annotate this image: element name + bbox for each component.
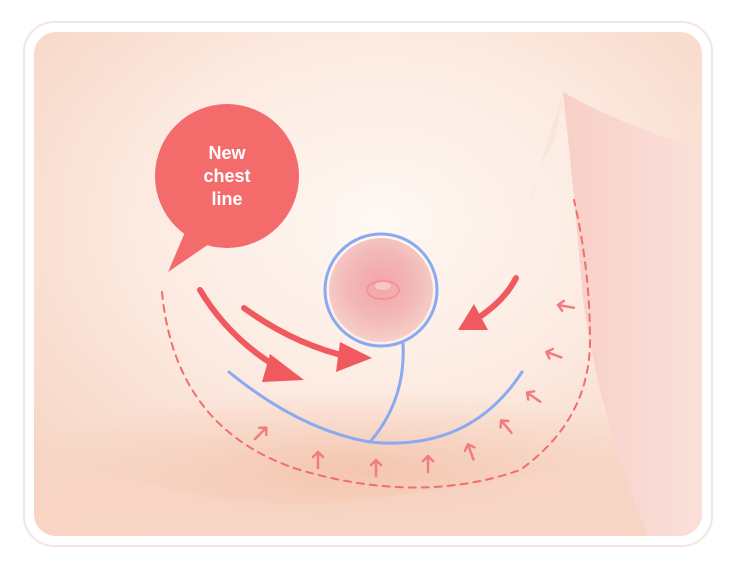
nipple: [366, 280, 400, 300]
lower-torso: [34, 440, 702, 536]
areola: [329, 238, 433, 342]
arm-shape: [563, 92, 702, 536]
vertical-incision: [368, 341, 405, 444]
speech-bubble-icon: [155, 104, 299, 272]
nipple-highlight: [375, 282, 391, 290]
periareolar-incision: [323, 232, 439, 348]
callout-label: New chest line: [157, 142, 297, 211]
arrow-icon: [253, 299, 576, 478]
arrow-icon: [197, 287, 304, 382]
arrow-icon: [458, 275, 519, 330]
inframammary-incision: [227, 370, 524, 445]
arrow-icon: [241, 305, 372, 372]
axilla-shade: [530, 92, 563, 210]
callout-line-3: line: [211, 189, 243, 209]
callout-line-1: New: [208, 143, 246, 163]
new-chest-line: [161, 199, 592, 489]
callout-line-2: chest: [203, 166, 251, 186]
